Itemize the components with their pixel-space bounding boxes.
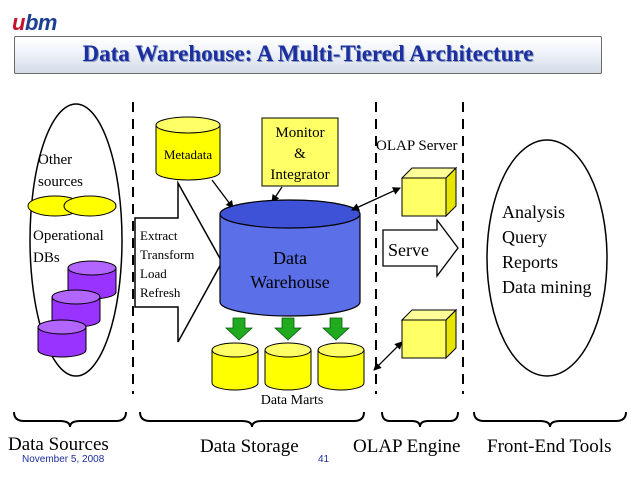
etl-extract-label: Extract <box>140 228 178 243</box>
tier-label-front-end-tools: Front-End Tools <box>487 436 611 457</box>
metadata-arrow <box>211 179 234 209</box>
brace-data-sources <box>13 411 127 428</box>
monitor-label-1: Monitor <box>275 125 324 141</box>
data-marts-label: Data Marts <box>261 393 324 408</box>
etl-load-label: Load <box>140 266 167 281</box>
monitor-label-3: Integrator <box>270 167 329 183</box>
operational-db-cylinder-3 <box>37 319 87 358</box>
serve-arrow <box>382 218 459 278</box>
operational-db-cylinder-2 <box>51 289 101 328</box>
warehouse-label-1: Data <box>273 248 307 268</box>
operational-dbs-label-2: DBs <box>33 250 60 266</box>
warehouse-label-2: Warehouse <box>250 272 330 292</box>
mart-arrow-1 <box>224 317 254 341</box>
title-bar: Data Warehouse: A Multi-Tiered Architect… <box>14 36 602 74</box>
operational-dbs-label-1: Operational <box>33 228 104 244</box>
metadata-label: Metadata <box>164 147 213 162</box>
tier-label-data-sources: Data Sources <box>8 434 109 455</box>
brace-front-end-tools <box>473 411 627 428</box>
tier-label-data-storage: Data Storage <box>200 436 299 457</box>
slide-title: Data Warehouse: A Multi-Tiered Architect… <box>82 41 534 66</box>
monitor-arrow <box>271 186 283 203</box>
mart-arrow-3 <box>321 317 351 341</box>
front-end-ellipse <box>486 139 608 377</box>
brace-olap-engine <box>381 411 459 428</box>
brace-data-storage <box>139 411 365 428</box>
data-mart-cylinder-3 <box>317 342 365 391</box>
data-mart-cylinder-1 <box>211 342 259 391</box>
etl-refresh-label: Refresh <box>140 285 181 300</box>
etl-arrow <box>134 180 223 343</box>
tier-label-olap-engine: OLAP Engine <box>353 436 460 457</box>
olap-cube-2 <box>400 308 458 360</box>
page-number: 41 <box>318 454 330 465</box>
front-end-data-mining: Data mining <box>502 277 591 297</box>
data-warehouse-cylinder <box>219 199 361 317</box>
ubm-logo: ubm <box>12 10 57 35</box>
mart-arrow-2 <box>273 317 303 341</box>
monitor-integrator-box <box>261 117 339 187</box>
monitor-label-2: & <box>294 146 306 162</box>
data-mart-cylinder-2 <box>264 342 312 391</box>
metadata-cylinder <box>155 116 221 181</box>
front-end-reports: Reports <box>502 252 558 272</box>
other-sources-label-1: Other <box>38 152 72 168</box>
olap-arrow-upper <box>351 187 401 211</box>
front-end-query: Query <box>502 227 547 247</box>
front-end-analysis: Analysis <box>502 202 565 222</box>
serve-label: Serve <box>388 240 429 260</box>
olap-server-label: OLAP Server <box>376 138 458 154</box>
other-sources-label-2: sources <box>38 174 83 190</box>
olap-cube-1 <box>400 166 458 218</box>
olap-arrow-lower <box>373 341 403 371</box>
footer-date: November 5, 2008 <box>22 454 105 465</box>
other-source-disc-2 <box>63 195 117 217</box>
etl-transform-label: Transform <box>140 247 194 262</box>
